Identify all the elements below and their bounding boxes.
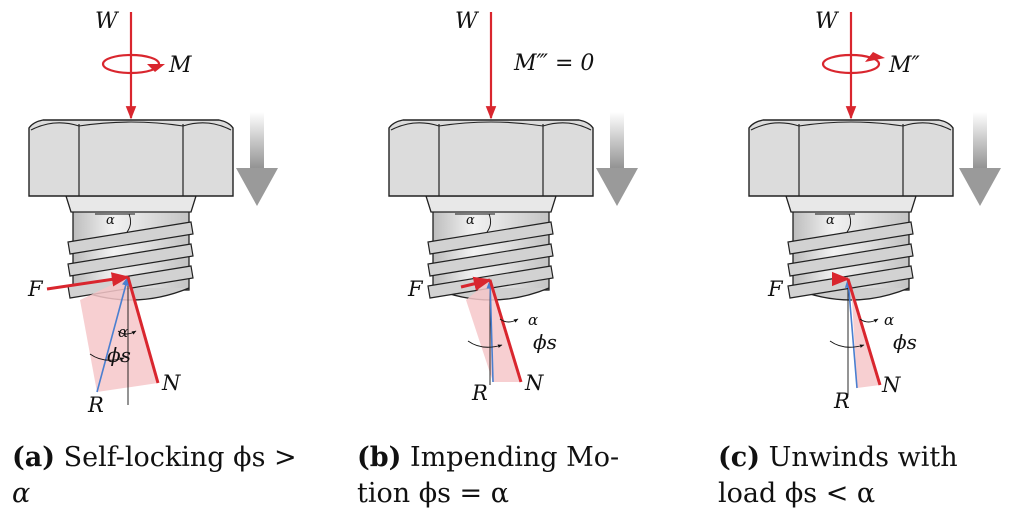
resultant-R: [844, 278, 858, 389]
moment-arrow: [101, 53, 165, 75]
normal-N: [846, 278, 882, 386]
hex-head: [28, 119, 234, 197]
load-label-W: W: [95, 9, 120, 34]
load-label-W: W: [455, 9, 480, 34]
friction-F: [460, 276, 492, 291]
motion-arrow-shaft: [610, 112, 624, 172]
resultant-R: [486, 279, 495, 383]
alpha-arc: [859, 318, 879, 323]
moment-arrowhead: [147, 64, 165, 72]
motion-arrow: [596, 112, 638, 206]
alpha-arc-top: [486, 213, 492, 233]
friction-label: F: [767, 277, 784, 301]
caption-a: (a) Self-locking ϕs > α: [12, 440, 312, 512]
phi-label: ϕs: [107, 343, 131, 367]
moment-arrow: [821, 52, 885, 75]
thread-2: [427, 243, 554, 277]
screw-neck: [425, 195, 557, 213]
caption-text-line2: α: [12, 478, 31, 509]
friction-F: [46, 272, 130, 291]
caption-b: (b) Impending Mo- tion ϕs = α: [357, 440, 657, 512]
motion-arrow-head: [596, 168, 638, 206]
alpha-arc-top: [126, 213, 132, 233]
resultant-label: R: [833, 389, 850, 413]
motion-arrow-shaft: [973, 112, 987, 172]
motion-arrow: [236, 112, 278, 206]
phi-arc: [467, 340, 503, 348]
phi-label: ϕs: [893, 330, 917, 354]
alpha-label: α: [528, 311, 538, 329]
moment-arrowhead: [865, 52, 885, 62]
friction-wedge: [466, 280, 521, 382]
friction-label: F: [407, 277, 424, 301]
screw-neck: [65, 195, 197, 213]
alpha-label-top: α: [826, 213, 835, 228]
friction-wedge: [80, 277, 158, 392]
caption-text-line1: Unwinds with: [768, 442, 958, 473]
normal-N: [126, 276, 160, 384]
caption-text-line1: Impending Mo-: [410, 442, 620, 473]
alpha-label-top: α: [466, 213, 475, 228]
resultant-R: [96, 276, 130, 393]
alpha-label: α: [884, 311, 894, 329]
normal-label: N: [524, 371, 544, 395]
thread-1: [787, 221, 914, 255]
thread-2: [67, 243, 194, 277]
hex-head: [388, 119, 594, 197]
alpha-arc: [499, 318, 519, 323]
caption-tag: (b): [357, 442, 402, 473]
moment-label: M: [168, 53, 192, 78]
phi-arc: [89, 353, 125, 361]
hex-chamfer: [390, 121, 592, 131]
alpha-arc: [117, 330, 137, 335]
resultant-label: R: [87, 393, 104, 417]
hex-chamfer: [30, 121, 232, 131]
load-label-W: W: [815, 9, 840, 34]
caption-c: (c) Unwinds with load ϕs < α: [718, 440, 1008, 512]
thread-1: [427, 221, 554, 255]
thread-2: [787, 243, 914, 277]
motion-arrow-shaft: [250, 112, 264, 172]
normal-label: N: [161, 371, 181, 395]
caption-text-line2: load ϕs < α: [718, 478, 876, 509]
screw-neck: [785, 195, 917, 213]
alpha-label: α: [118, 323, 128, 341]
hex-chamfer: [750, 121, 952, 131]
resultant-label: R: [471, 381, 488, 405]
normal-label: N: [881, 373, 901, 397]
motion-arrow: [959, 112, 1001, 206]
motion-arrow-head: [959, 168, 1001, 206]
panel-a: α W Mα ϕs F N R: [27, 9, 278, 417]
moment-label: M″: [888, 53, 921, 78]
thread-1: [67, 221, 194, 255]
caption-text-line1: Self-locking ϕs >: [63, 442, 297, 473]
moment-ellipse: [821, 53, 881, 75]
motion-arrow-head: [236, 168, 278, 206]
caption-tag: (c): [718, 442, 760, 473]
phi-label: ϕs: [533, 330, 557, 354]
alpha-label-top: α: [106, 213, 115, 228]
moment-label: M‴ = 0: [513, 51, 594, 76]
normal-N: [488, 279, 523, 383]
alpha-arc-top: [846, 213, 852, 233]
caption-tag: (a): [12, 442, 56, 473]
hex-head: [748, 119, 954, 197]
caption-text-line2: tion ϕs = α: [357, 478, 509, 509]
phi-arc: [829, 340, 865, 348]
friction-label: F: [27, 277, 44, 301]
